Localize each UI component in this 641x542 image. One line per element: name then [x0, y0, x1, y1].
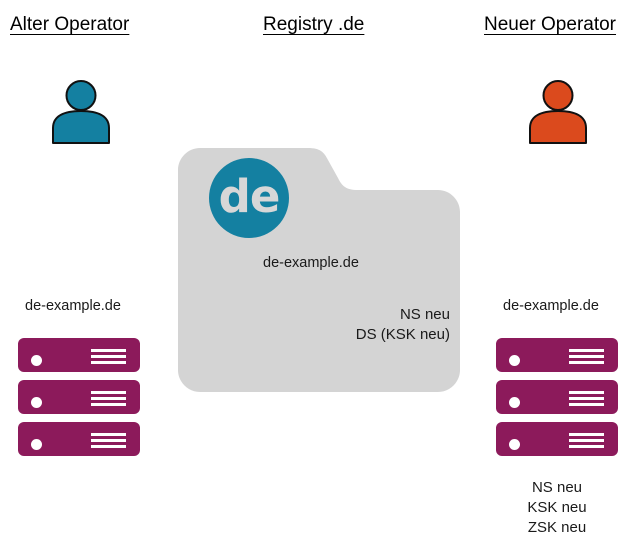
column-title-registry: Registry .de [263, 14, 365, 35]
server-icon [18, 422, 140, 456]
server-stack-new-operator [496, 338, 618, 456]
new-operator-record-item: ZSK neu [527, 519, 587, 536]
person-icon-new-operator [527, 78, 589, 144]
server-led-icon [509, 355, 520, 366]
server-vents-icon [569, 391, 604, 406]
new-operator-records-list: NS neu KSK neu ZSK neu [496, 478, 618, 538]
de-logo-text: de [218, 169, 281, 223]
new-operator-zone-label: de-example.de [503, 298, 599, 314]
column-title-old-operator: Alter Operator [10, 14, 130, 35]
new-operator-record-item: NS neu [531, 479, 583, 496]
person-icon-old-operator [50, 78, 112, 144]
server-icon [496, 338, 618, 372]
de-tld-logo-icon: de [209, 158, 289, 238]
server-vents-icon [91, 349, 126, 364]
server-led-icon [509, 439, 520, 450]
server-icon [496, 422, 618, 456]
server-icon [18, 380, 140, 414]
server-led-icon [31, 355, 42, 366]
server-led-icon [31, 439, 42, 450]
old-operator-zone-label: de-example.de [25, 298, 121, 314]
server-stack-old-operator [18, 338, 140, 456]
server-led-icon [509, 397, 520, 408]
server-vents-icon [569, 433, 604, 448]
server-icon [18, 338, 140, 372]
new-operator-record-item: KSK neu [527, 499, 587, 516]
server-vents-icon [569, 349, 604, 364]
column-title-new-operator: Neuer Operator [484, 14, 617, 35]
registry-record-item: NS neu [399, 306, 450, 323]
server-vents-icon [91, 391, 126, 406]
server-vents-icon [91, 433, 126, 448]
registry-domain-label: de-example.de [263, 255, 359, 271]
registry-record-item: DS (KSK neu) [355, 326, 450, 343]
server-icon [496, 380, 618, 414]
server-led-icon [31, 397, 42, 408]
registry-records-list: NS neu DS (KSK neu) [215, 305, 450, 345]
